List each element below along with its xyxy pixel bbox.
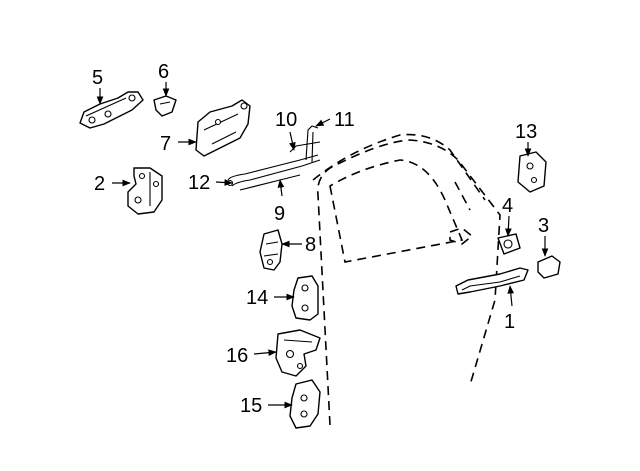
label-1: 1 [504, 311, 515, 333]
part-1-outside-handle [455, 267, 529, 295]
part-7-lock-module [195, 99, 251, 157]
part-15-lower-hinge [289, 379, 321, 429]
label-13: 13 [515, 121, 537, 143]
part-14-striker [291, 275, 319, 321]
label-9: 9 [274, 203, 285, 225]
callouts: 5 6 7 2 12 9 10 11 8 14 16 15 13 4 3 1 [92, 61, 549, 417]
label-2: 2 [94, 173, 105, 195]
label-8: 8 [305, 234, 316, 256]
part-6-bracket [153, 95, 177, 117]
leader-lines [96, 82, 549, 409]
part-3-handle-cap [537, 255, 561, 279]
label-5: 5 [92, 67, 103, 89]
label-6: 6 [158, 61, 169, 83]
part-2-hinge [127, 167, 163, 215]
part-4-cylinder-bezel [497, 233, 521, 255]
part-5-handle-frame [79, 91, 144, 129]
label-12: 12 [188, 172, 210, 194]
part-8-latch [259, 229, 283, 271]
label-3: 3 [538, 215, 549, 237]
door-detail [449, 227, 474, 245]
label-10: 10 [275, 109, 297, 131]
label-7: 7 [160, 133, 171, 155]
label-4: 4 [502, 195, 513, 217]
door-outline [312, 133, 501, 426]
label-11: 11 [334, 109, 355, 131]
label-16: 16 [226, 345, 248, 367]
label-15: 15 [240, 395, 262, 417]
label-14: 14 [246, 287, 268, 309]
part-13-upper-striker [517, 151, 547, 193]
part-16-latch-assembly [275, 329, 321, 377]
